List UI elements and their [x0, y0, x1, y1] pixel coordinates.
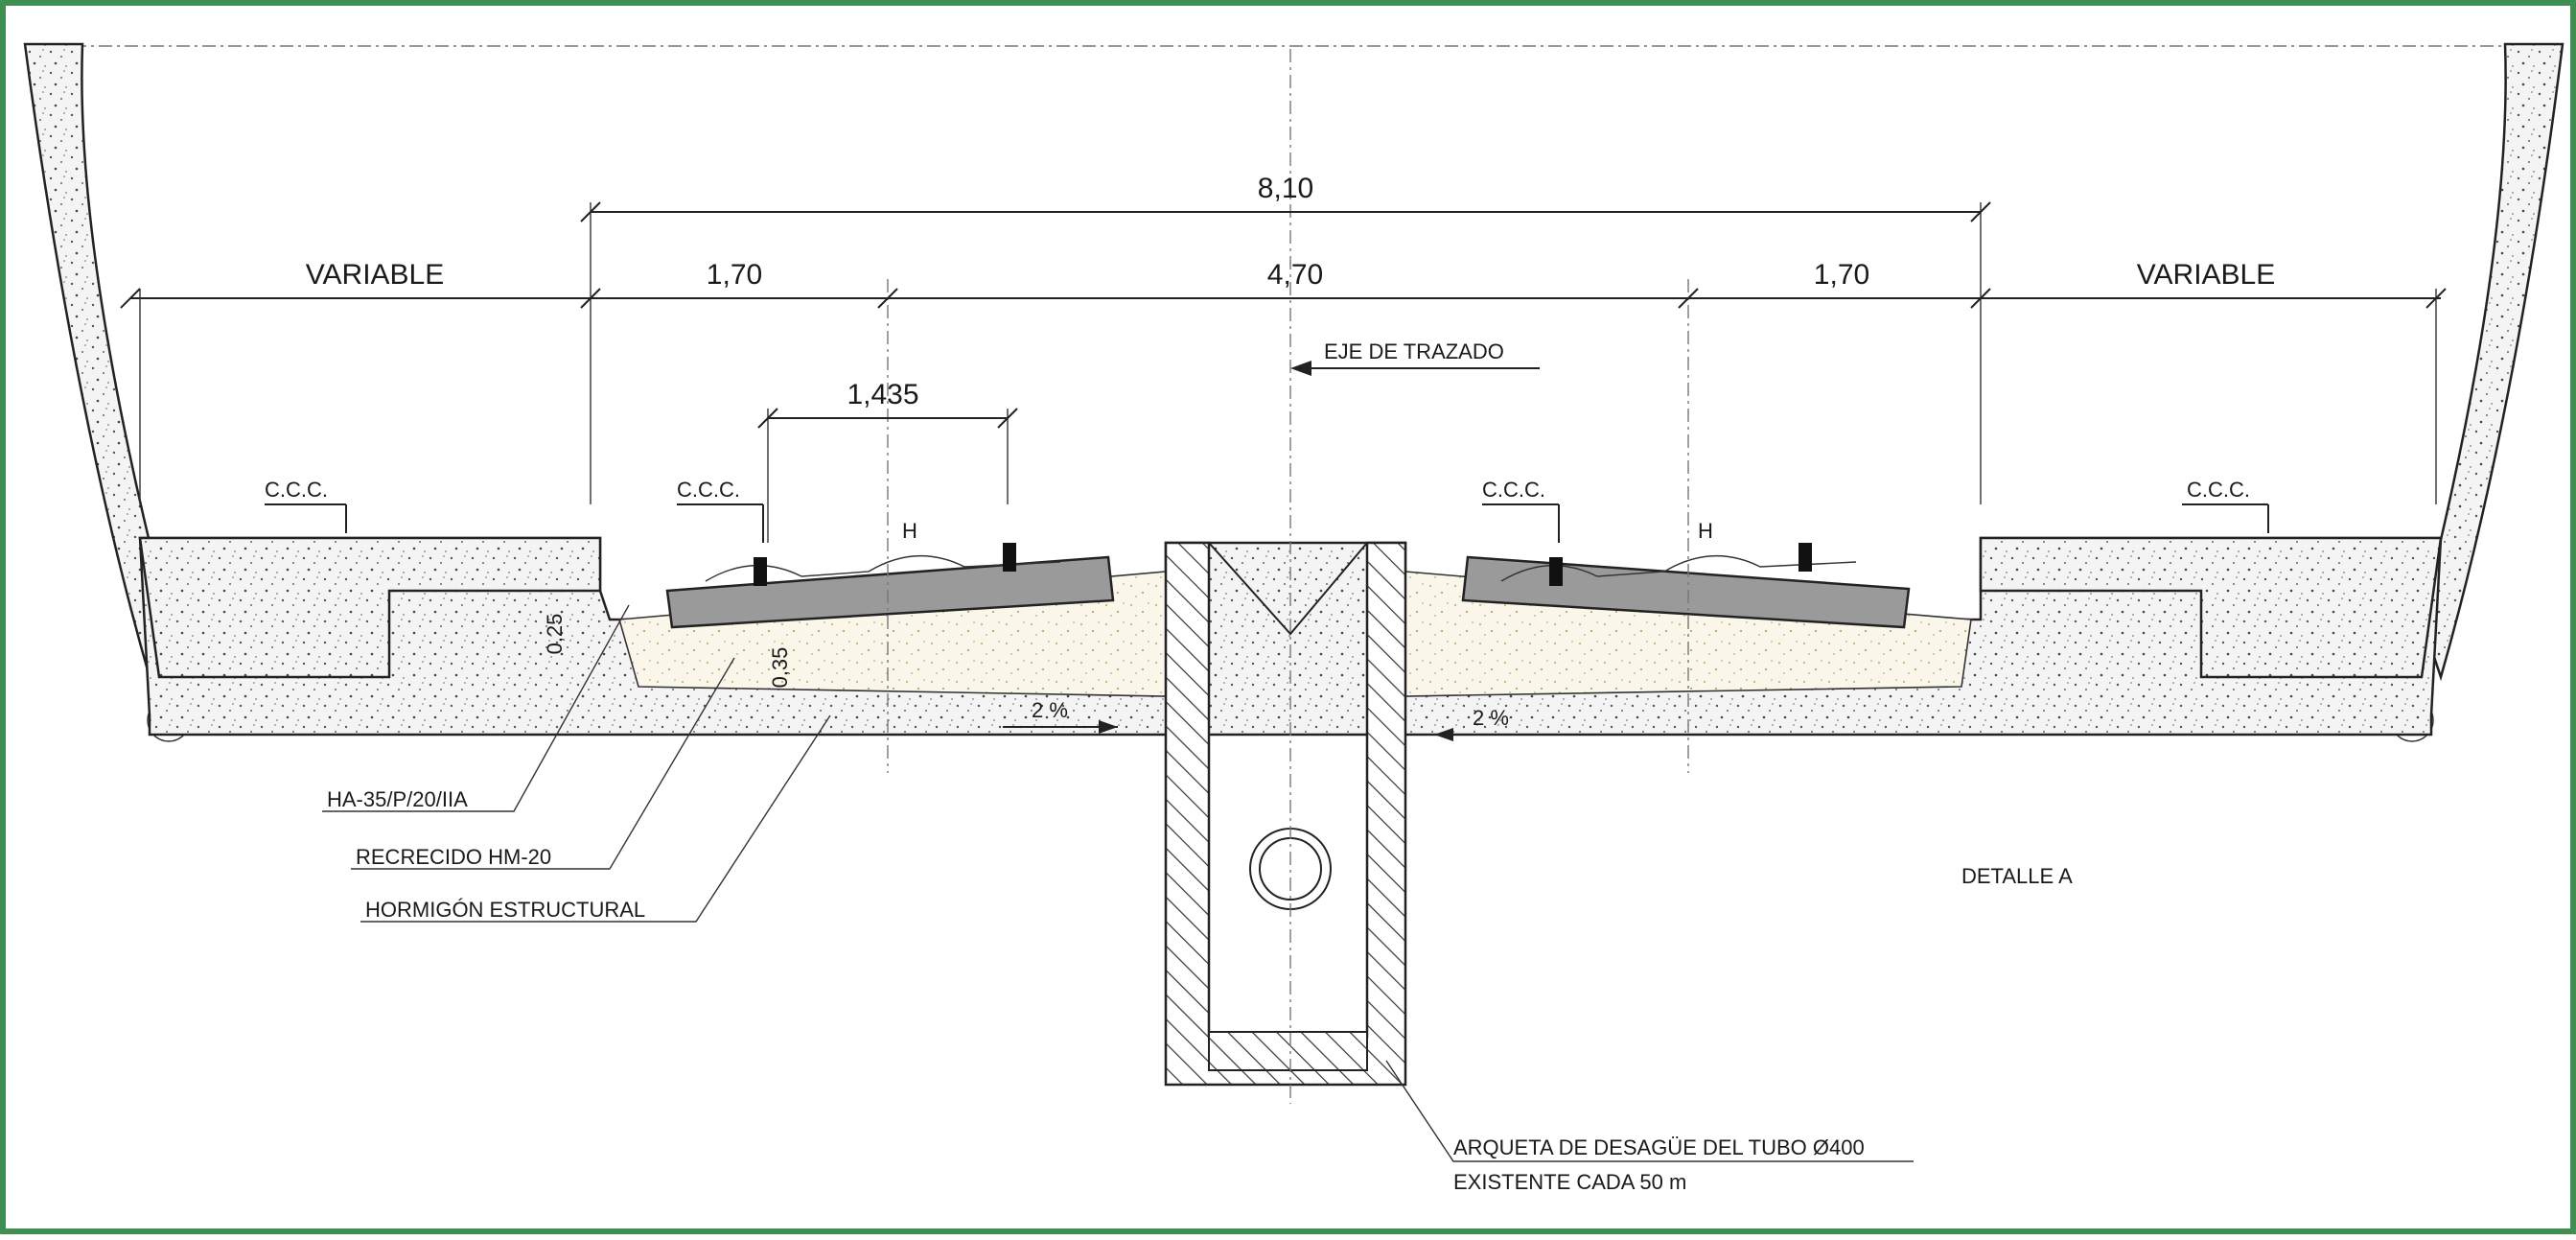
ccc-label-2: C.C.C. — [677, 478, 740, 502]
ccc-markers — [265, 503, 2269, 543]
slope-arrows — [1003, 720, 1549, 741]
dim-fill-thickness: 0,35 — [768, 647, 792, 689]
slope-left: 2 % — [1032, 698, 1068, 722]
ccc-label-3: C.C.C. — [1482, 478, 1545, 502]
cross-section-drawing: 8,10 VARIABLE VARIABLE 1,70 4,70 1,70 1,… — [23, 42, 2564, 1194]
track-slab-right — [1461, 555, 1911, 629]
rails — [705, 543, 1857, 586]
dim-right-variable: VARIABLE — [2137, 259, 2276, 291]
dim-slab-thickness: 0,25 — [543, 614, 567, 655]
ccc-label-4: C.C.C. — [2187, 478, 2250, 502]
dimension-lines — [120, 201, 2447, 543]
rail-left-2-icon — [1003, 543, 1016, 572]
drainage-chamber — [1164, 541, 1407, 1087]
concrete-base — [138, 536, 2443, 737]
dim-left-variable: VARIABLE — [306, 259, 445, 291]
height-label-left: H — [902, 519, 917, 543]
callout-recrecido: RECRECIDO HM-20 — [356, 845, 551, 869]
dim-total-width: 8,10 — [1258, 173, 1313, 204]
detail-label: DETALLE A — [1961, 864, 2073, 888]
callout-ha35: HA-35/P/20/IIA — [327, 787, 468, 811]
dim-right-side: 1,70 — [1814, 259, 1869, 291]
callout-hormigon: HORMIGÓN ESTRUCTURAL — [365, 898, 645, 922]
callout-arqueta-line2: EXISTENTE CADA 50 m — [1453, 1170, 1686, 1194]
rail-right-1-icon — [1549, 557, 1563, 586]
ccc-label-1: C.C.C. — [265, 478, 328, 502]
slope-right: 2 % — [1473, 706, 1509, 730]
dim-center: 4,70 — [1267, 259, 1323, 291]
rail-left-1-icon — [754, 557, 767, 586]
dim-gauge: 1,435 — [847, 379, 918, 410]
rail-right-2-icon — [1799, 543, 1812, 572]
height-label-right: H — [1698, 519, 1713, 543]
leader-lines — [322, 604, 1914, 1162]
callout-arqueta-line1: ARQUETA DE DESAGÜE DEL TUBO Ø400 — [1453, 1135, 1865, 1159]
track-slab-left — [665, 555, 1115, 629]
axis-label: EJE DE TRAZADO — [1324, 339, 1504, 363]
dim-left-side: 1,70 — [707, 259, 762, 291]
